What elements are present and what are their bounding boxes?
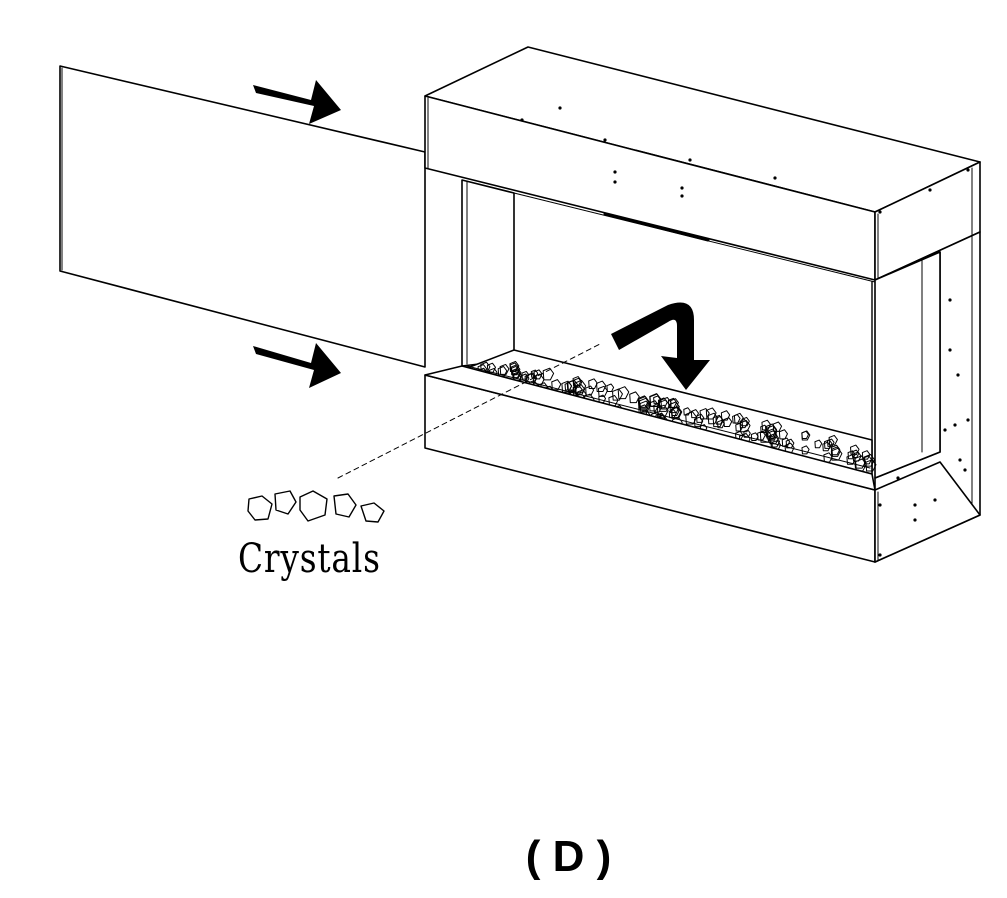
- crystal-piece: [566, 380, 576, 391]
- crystal-piece: [772, 421, 783, 432]
- crystal-piece: [612, 388, 623, 401]
- crystal-piece: [685, 411, 698, 425]
- curved-down-arrow-icon: [611, 302, 710, 390]
- crystal-piece: [863, 453, 875, 467]
- screw-hole: [928, 188, 932, 192]
- crystal-piece: [693, 416, 704, 427]
- screw-hole: [896, 476, 900, 480]
- crystal-piece: [712, 414, 724, 428]
- fireplace-top-housing: [424, 46, 981, 281]
- crystal-piece: [766, 428, 777, 440]
- crystal-piece: [564, 382, 573, 391]
- crystal-piece: [574, 379, 587, 394]
- screw-hole: [966, 418, 970, 422]
- right-arrow-icon: [253, 80, 341, 124]
- crystal-piece: [690, 409, 699, 419]
- screw-hole: [948, 348, 952, 352]
- glass-panel: [59, 65, 426, 368]
- crystal-piece: [588, 378, 598, 389]
- figure-label: ( D ): [525, 832, 612, 881]
- screw-hole: [773, 176, 777, 180]
- right-arrow-icon: [253, 343, 341, 388]
- screw-hole: [878, 553, 882, 557]
- crystal-piece: [639, 397, 651, 411]
- screw-hole: [953, 423, 957, 427]
- crystal-piece: [852, 451, 862, 462]
- crystals-label: Crystals: [238, 536, 381, 582]
- crystal-piece: [717, 419, 725, 429]
- crystal-piece: [831, 446, 841, 457]
- crystal-piece: [735, 422, 744, 432]
- screw-hole: [558, 106, 562, 110]
- crystal-fill: [477, 360, 877, 472]
- crystal-piece: [828, 434, 838, 446]
- crystal-piece: [658, 399, 670, 412]
- screw-hole: [943, 428, 947, 432]
- screw-hole: [680, 194, 684, 198]
- crystal-piece: [723, 417, 733, 427]
- crystal-piece: [715, 415, 724, 425]
- crystal-piece: [637, 395, 649, 408]
- screw-hole: [613, 170, 617, 174]
- crystal-piece: [814, 439, 823, 449]
- crystal-piece: [597, 385, 608, 397]
- leader-line: [337, 343, 601, 479]
- screw-hole: [680, 186, 684, 190]
- crystal-piece: [778, 429, 788, 440]
- crystal-piece: [761, 419, 772, 431]
- crystal-piece: [801, 445, 810, 455]
- crystal-piece: [499, 363, 510, 375]
- crystal-piece: [757, 430, 766, 441]
- crystal-piece: [617, 386, 630, 400]
- screw-hole: [956, 373, 960, 377]
- screw-holes: [520, 106, 970, 557]
- crystal-piece: [767, 430, 778, 442]
- crystal-piece: [707, 412, 719, 425]
- crystal-piece: [657, 397, 668, 409]
- crystal-piece: [629, 391, 640, 404]
- crystal-piece: [781, 437, 791, 447]
- crystal-piece: [639, 400, 651, 413]
- crystal-piece: [823, 439, 833, 449]
- screw-hole: [603, 138, 607, 142]
- crystal-piece: [750, 432, 759, 441]
- crystal-piece: [732, 414, 741, 424]
- crystal-piece: [830, 447, 843, 461]
- crystal-piece: [670, 398, 679, 408]
- crystal-piece: [573, 377, 583, 388]
- fireplace-base: [424, 365, 981, 563]
- crystal-piece: [596, 380, 607, 393]
- loose-crystals: [247, 490, 385, 523]
- screw-hole: [966, 168, 970, 172]
- screw-hole: [878, 210, 882, 214]
- crystal-piece: [851, 449, 860, 459]
- screw-hole: [520, 118, 524, 122]
- fireplace-left-post: [461, 179, 515, 367]
- crystal-piece: [521, 370, 530, 380]
- screw-hole: [963, 468, 967, 472]
- screw-hole: [688, 158, 692, 162]
- crystal-piece: [572, 376, 582, 387]
- crystal-piece: [847, 450, 856, 460]
- crystal-piece: [865, 459, 877, 472]
- screw-hole: [613, 180, 617, 184]
- screw-hole: [933, 498, 937, 502]
- crystal-piece: [846, 454, 856, 465]
- screw-hole: [913, 518, 917, 522]
- screw-hole: [913, 503, 917, 507]
- screw-hole: [948, 298, 952, 302]
- crystal-piece: [854, 455, 867, 469]
- crystal-piece: [638, 396, 650, 409]
- crystal-piece: [739, 420, 751, 433]
- screw-hole: [958, 458, 962, 462]
- crystal-piece: [760, 424, 768, 434]
- crystal-piece: [801, 430, 811, 441]
- crystal-piece: [671, 406, 682, 418]
- crystal-piece: [542, 367, 555, 381]
- screw-hole: [878, 503, 882, 507]
